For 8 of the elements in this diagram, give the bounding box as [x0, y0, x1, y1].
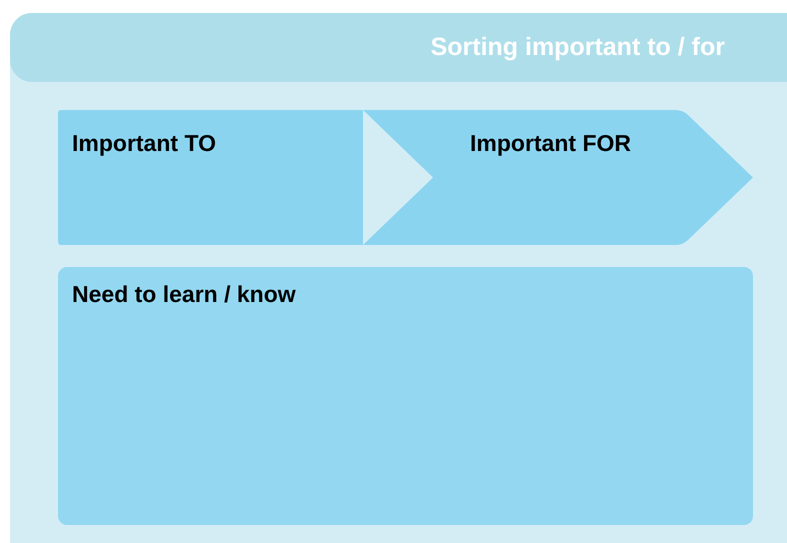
box-title: Need to learn / know	[72, 281, 296, 308]
chevron-shape	[363, 110, 753, 245]
process-box	[58, 110, 363, 245]
content-box	[58, 267, 753, 525]
box-title: Important TO	[72, 130, 216, 157]
panel-title: Sorting important to / for	[430, 33, 725, 62]
box-title: Important FOR	[470, 130, 631, 157]
panel-background	[10, 13, 787, 543]
